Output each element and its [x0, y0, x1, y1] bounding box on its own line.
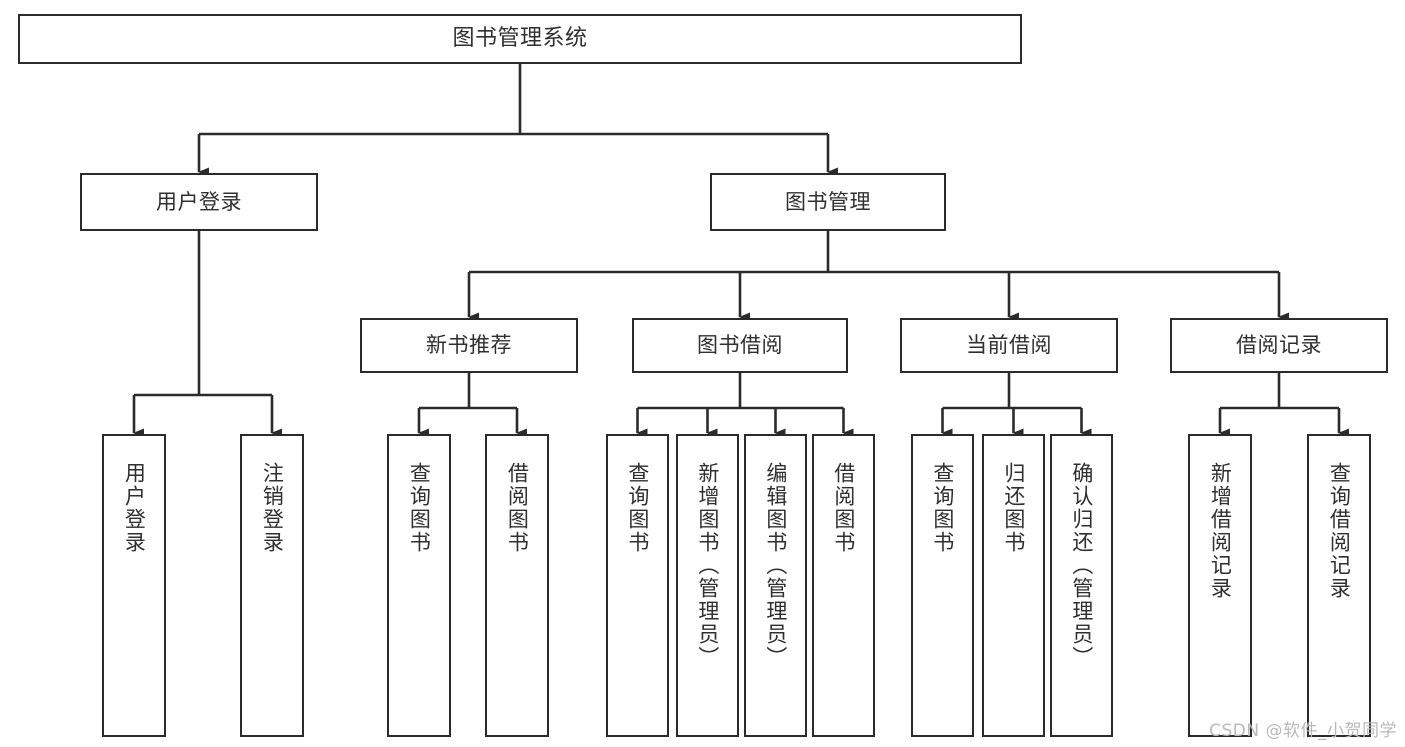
- node-leaf-query-borrow-record-label: 查询借阅记录: [1327, 462, 1352, 600]
- node-leaf-edit-book-admin-label: 编辑图书（管理员）: [763, 462, 788, 669]
- node-current-borrow-label: 当前借阅: [966, 333, 1052, 358]
- csdn-watermark: CSDN @软件_小贺同学: [1209, 721, 1397, 741]
- node-root-图书管理系统[interactable]: 图书管理系统: [18, 14, 1022, 64]
- node-leaf-add-book-admin[interactable]: 新增图书（管理员）: [676, 434, 739, 737]
- node-leaf-confirm-return-admin[interactable]: 确认归还（管理员）: [1050, 434, 1113, 737]
- node-leaf-borrow-book-1[interactable]: 借阅图书: [485, 434, 549, 737]
- node-leaf-query-book-1-label: 查询图书: [407, 462, 432, 554]
- node-leaf-query-borrow-record[interactable]: 查询借阅记录: [1307, 434, 1371, 737]
- node-book-manage-label: 图书管理: [785, 189, 871, 214]
- node-book-borrow[interactable]: 图书借阅: [632, 318, 848, 373]
- node-borrow-record[interactable]: 借阅记录: [1170, 318, 1388, 373]
- node-leaf-borrow-book-2-label: 借阅图书: [831, 462, 856, 554]
- node-new-book-recommend[interactable]: 新书推荐: [360, 318, 578, 373]
- node-leaf-query-book-3[interactable]: 查询图书: [911, 434, 974, 737]
- node-leaf-query-book-2[interactable]: 查询图书: [606, 434, 669, 737]
- node-leaf-user-logout[interactable]: 注销登录: [240, 434, 304, 737]
- node-leaf-edit-book-admin[interactable]: 编辑图书（管理员）: [744, 434, 807, 737]
- node-leaf-return-book-label: 归还图书: [1001, 462, 1026, 554]
- node-book-manage[interactable]: 图书管理: [710, 173, 946, 231]
- node-book-borrow-label: 图书借阅: [697, 333, 783, 358]
- node-leaf-add-book-admin-label: 新增图书（管理员）: [695, 462, 720, 669]
- node-leaf-return-book[interactable]: 归还图书: [982, 434, 1045, 737]
- node-leaf-query-book-1[interactable]: 查询图书: [387, 434, 451, 737]
- node-leaf-add-borrow-record-label: 新增借阅记录: [1208, 462, 1233, 600]
- node-current-borrow[interactable]: 当前借阅: [900, 318, 1118, 373]
- node-leaf-add-borrow-record[interactable]: 新增借阅记录: [1188, 434, 1252, 737]
- node-leaf-user-logout-label: 注销登录: [260, 462, 285, 554]
- node-leaf-user-login-label: 用户登录: [122, 462, 147, 554]
- node-leaf-borrow-book-1-label: 借阅图书: [505, 462, 530, 554]
- node-leaf-borrow-book-2[interactable]: 借阅图书: [812, 434, 875, 737]
- node-leaf-query-book-3-label: 查询图书: [930, 462, 955, 554]
- node-leaf-query-book-2-label: 查询图书: [625, 462, 650, 554]
- node-root-图书管理系统-label: 图书管理系统: [452, 26, 588, 52]
- node-leaf-user-login[interactable]: 用户登录: [102, 434, 166, 737]
- node-borrow-record-label: 借阅记录: [1236, 333, 1322, 358]
- node-leaf-confirm-return-admin-label: 确认归还（管理员）: [1069, 462, 1094, 669]
- node-user-login-label: 用户登录: [156, 189, 242, 214]
- node-new-book-recommend-label: 新书推荐: [426, 333, 512, 358]
- node-user-login[interactable]: 用户登录: [80, 173, 318, 231]
